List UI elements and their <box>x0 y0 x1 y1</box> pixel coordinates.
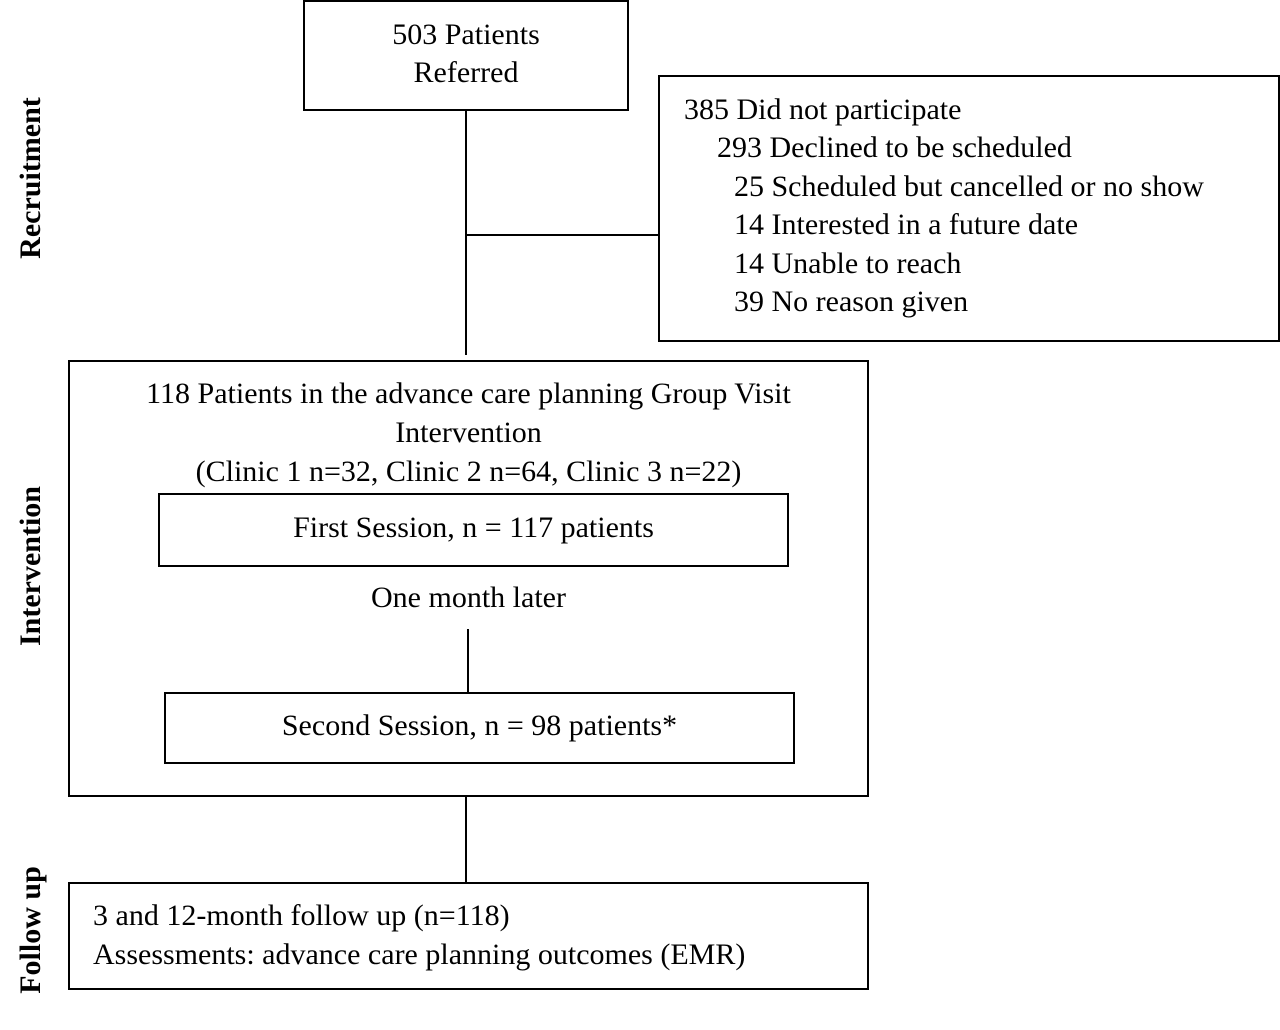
phase-label-follow-up: Follow up <box>14 866 47 994</box>
not-participate-item: 293 Declined to be scheduled <box>717 131 1072 164</box>
intervention-title-cont: Intervention <box>395 416 542 449</box>
referred-label: Referred <box>413 56 519 89</box>
referred-count: 503 Patients <box>392 18 540 51</box>
intervention-title: 118 Patients in the advance care plannin… <box>146 377 791 410</box>
intervention-box: 118 Patients in the advance care plannin… <box>68 360 869 797</box>
interval-label: One month later <box>371 581 566 614</box>
follow-up-schedule: 3 and 12-month follow up (n=118) <box>93 899 510 932</box>
second-session-box: Second Session, n = 98 patients* <box>164 692 795 764</box>
follow-up-assessments: Assessments: advance care planning outco… <box>93 938 746 971</box>
connector-intervention-to-followup <box>465 797 467 883</box>
phase-label-intervention: Intervention <box>14 486 47 646</box>
not-participate-item: 14 Interested in a future date <box>734 208 1079 241</box>
not-participate-item: 39 No reason given <box>734 285 969 318</box>
intervention-clinics: (Clinic 1 n=32, Clinic 2 n=64, Clinic 3 … <box>195 455 742 488</box>
connector-sessions <box>467 629 469 693</box>
follow-up-box: 3 and 12-month follow up (n=118) Assessm… <box>68 882 869 990</box>
second-session-label: Second Session, n = 98 patients* <box>281 709 678 742</box>
not-participate-header: 385 Did not participate <box>684 93 962 126</box>
phase-label-recruitment: Recruitment <box>14 97 47 259</box>
first-session-label: First Session, n = 117 patients <box>293 511 654 544</box>
connector-referred-to-intervention <box>465 111 467 355</box>
not-participate-box: 385 Did not participate 293 Declined to … <box>658 75 1280 342</box>
connector-branch-not-participate <box>465 234 659 236</box>
not-participate-item: 14 Unable to reach <box>734 247 962 280</box>
first-session-box: First Session, n = 117 patients <box>158 493 789 567</box>
not-participate-item: 25 Scheduled but cancelled or no show <box>734 170 1204 203</box>
referred-box: 503 Patients Referred <box>303 0 629 111</box>
